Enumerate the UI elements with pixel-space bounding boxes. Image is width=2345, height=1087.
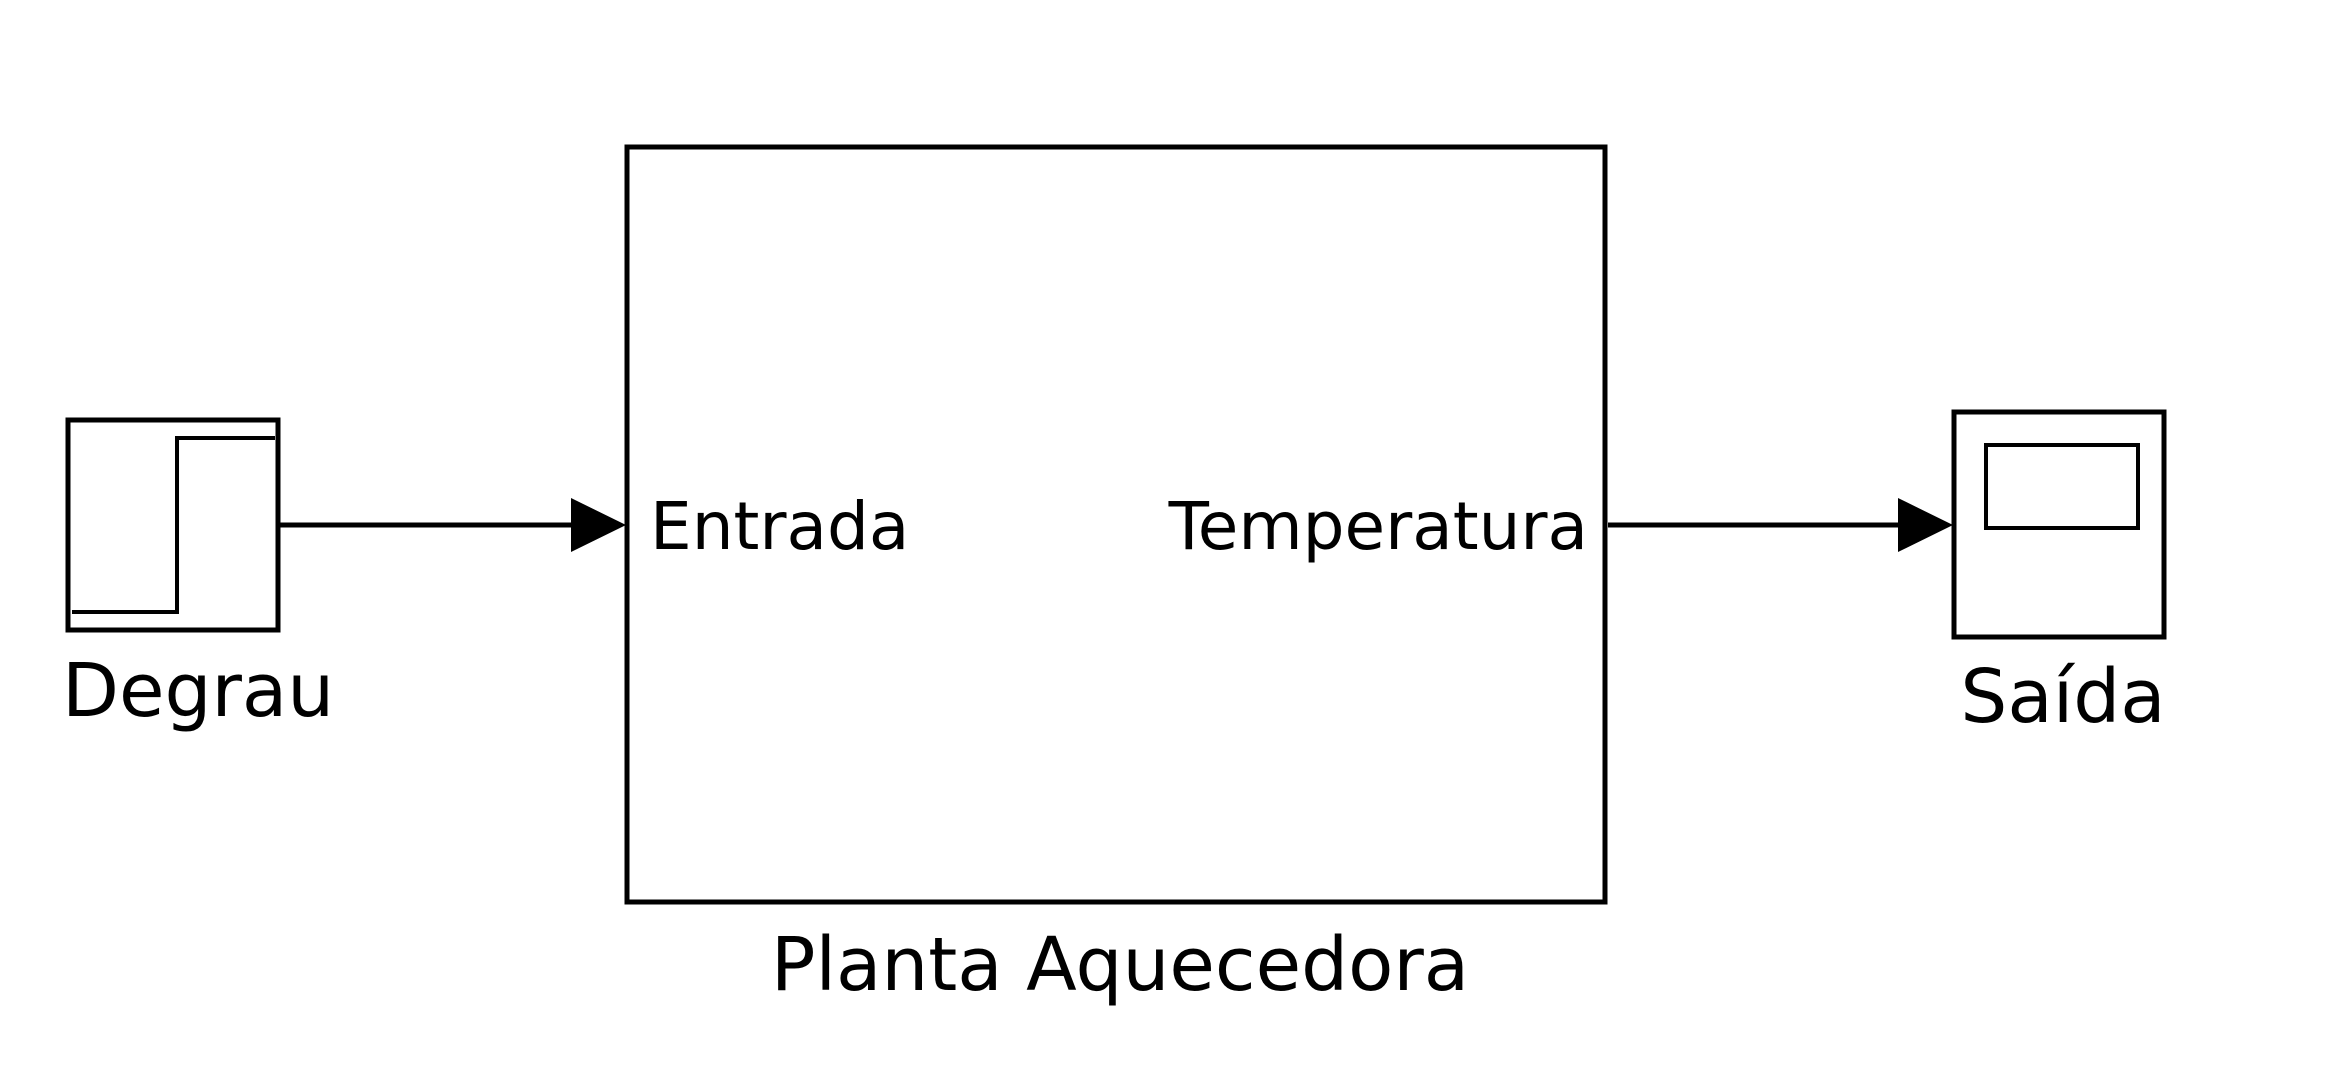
plant-block[interactable]: Entrada Temperatura — [624, 144, 1608, 905]
step-block-label: Degrau — [62, 648, 334, 734]
scope-block[interactable] — [1951, 409, 2167, 640]
plant-input-port-label: Entrada — [650, 488, 909, 565]
plant-block-label: Planta Aquecedora — [771, 922, 1469, 1008]
signal-plant-to-scope[interactable] — [1608, 498, 1953, 552]
plant-output-port-label: Temperatura — [1168, 488, 1588, 565]
arrowhead-icon — [571, 498, 626, 552]
signal-step-to-plant[interactable] — [280, 498, 626, 552]
plant-block-border — [624, 144, 1608, 905]
scope-block-border — [1951, 409, 2167, 640]
scope-block-label: Saída — [1960, 654, 2165, 740]
step-block[interactable] — [65, 417, 281, 633]
step-block-border — [65, 417, 281, 633]
scope-screen-icon — [1984, 443, 2140, 530]
arrowhead-icon — [1898, 498, 1953, 552]
step-icon — [72, 436, 275, 614]
